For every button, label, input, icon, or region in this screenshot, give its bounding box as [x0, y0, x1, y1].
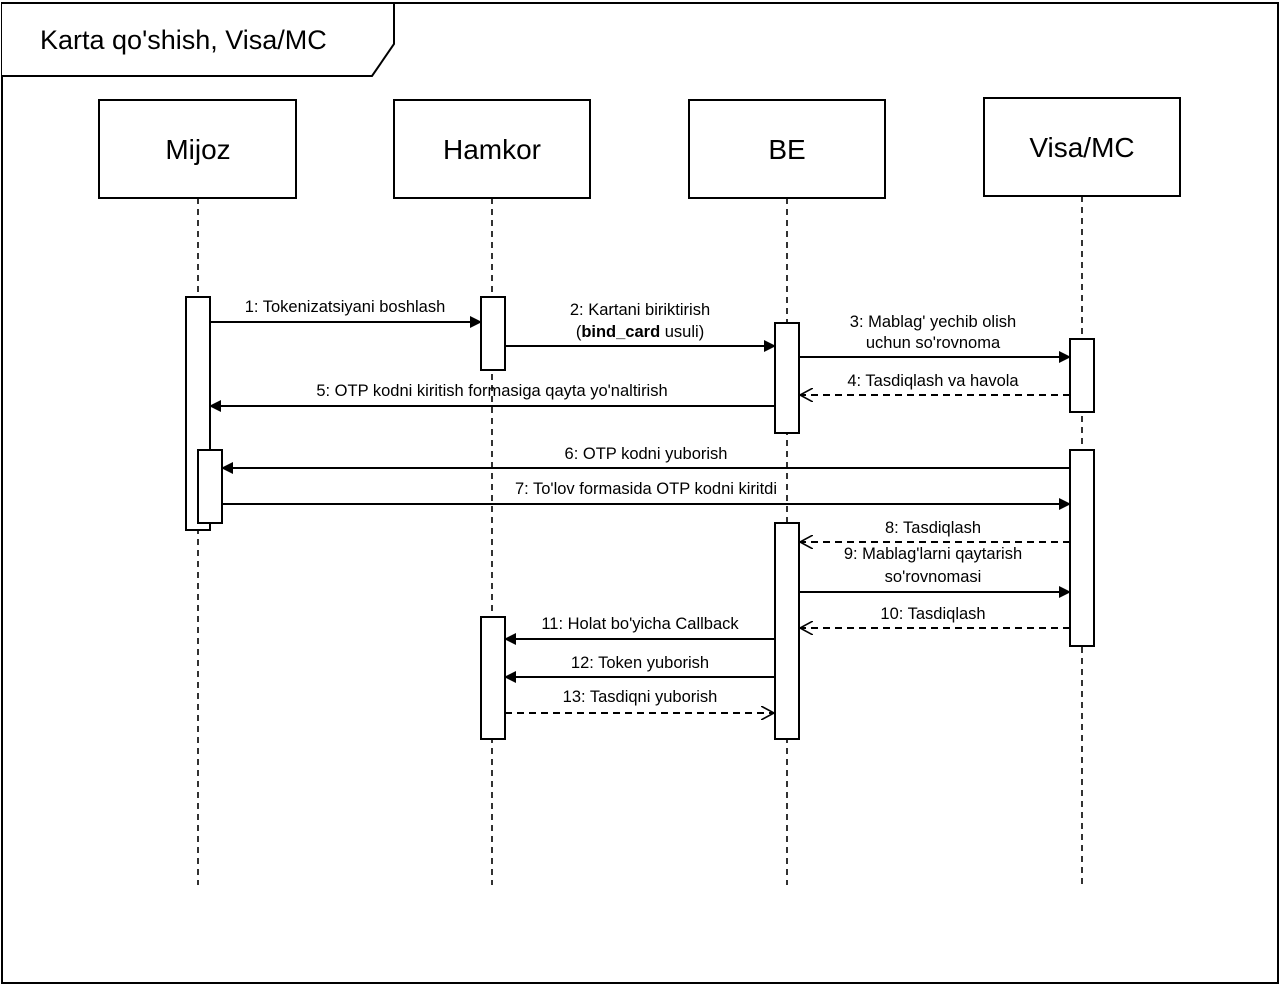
message-1-label: 1: Tokenizatsiyani boshlash	[245, 298, 446, 316]
message-3-label-line2: uchun so'rovnoma	[866, 334, 1001, 352]
message-2-label-line2: (bind_card usuli)	[576, 323, 704, 341]
participant-label-visa: Visa/MC	[1029, 132, 1134, 163]
message-2-prefix: (	[576, 323, 582, 341]
activation-mijoz-2	[197, 449, 223, 524]
message-7-label: 7: To'lov formasida OTP kodni kiritdi	[515, 480, 777, 498]
participant-label-be: BE	[768, 134, 805, 165]
frame-title: Karta qo'shish, Visa/MC	[40, 25, 327, 55]
activation-be-2	[774, 522, 800, 740]
message-12-label: 12: Token yuborish	[571, 654, 709, 672]
message-2-method: bind_card	[581, 323, 660, 341]
message-8-label: 8: Tasdiqlash	[885, 519, 981, 537]
participant-mijoz: Mijoz	[98, 99, 297, 199]
activation-visa-1	[1069, 338, 1095, 413]
activation-hamkor-1	[480, 296, 506, 371]
message-2-label: 2: Kartani biriktirish	[570, 301, 710, 319]
message-6-label: 6: OTP kodni yuborish	[565, 445, 728, 463]
participant-hamkor: Hamkor	[393, 99, 591, 199]
participant-visa: Visa/MC	[983, 97, 1181, 197]
participant-label-mijoz: Mijoz	[165, 134, 230, 165]
message-2-suffix: usuli)	[660, 323, 704, 341]
message-11-label: 11: Holat bo'yicha Callback	[541, 615, 739, 633]
message-13-label: 13: Tasdiqni yuborish	[563, 688, 718, 706]
activation-be-1	[774, 322, 800, 434]
message-9-label-line2: so'rovnomasi	[885, 568, 982, 586]
activation-hamkor-2	[480, 616, 506, 740]
activation-visa-2	[1069, 449, 1095, 647]
frame-title-tab	[2, 2, 395, 77]
message-3-label: 3: Mablag' yechib olish	[850, 313, 1016, 331]
message-5-label: 5: OTP kodni kiritish formasiga qayta yo…	[316, 382, 667, 400]
message-10-label: 10: Tasdiqlash	[880, 605, 985, 623]
participant-label-hamkor: Hamkor	[443, 134, 541, 165]
participant-be: BE	[688, 99, 886, 199]
message-4-label: 4: Tasdiqlash va havola	[847, 372, 1019, 390]
message-9-label: 9: Mablag'larni qaytarish	[844, 545, 1022, 563]
